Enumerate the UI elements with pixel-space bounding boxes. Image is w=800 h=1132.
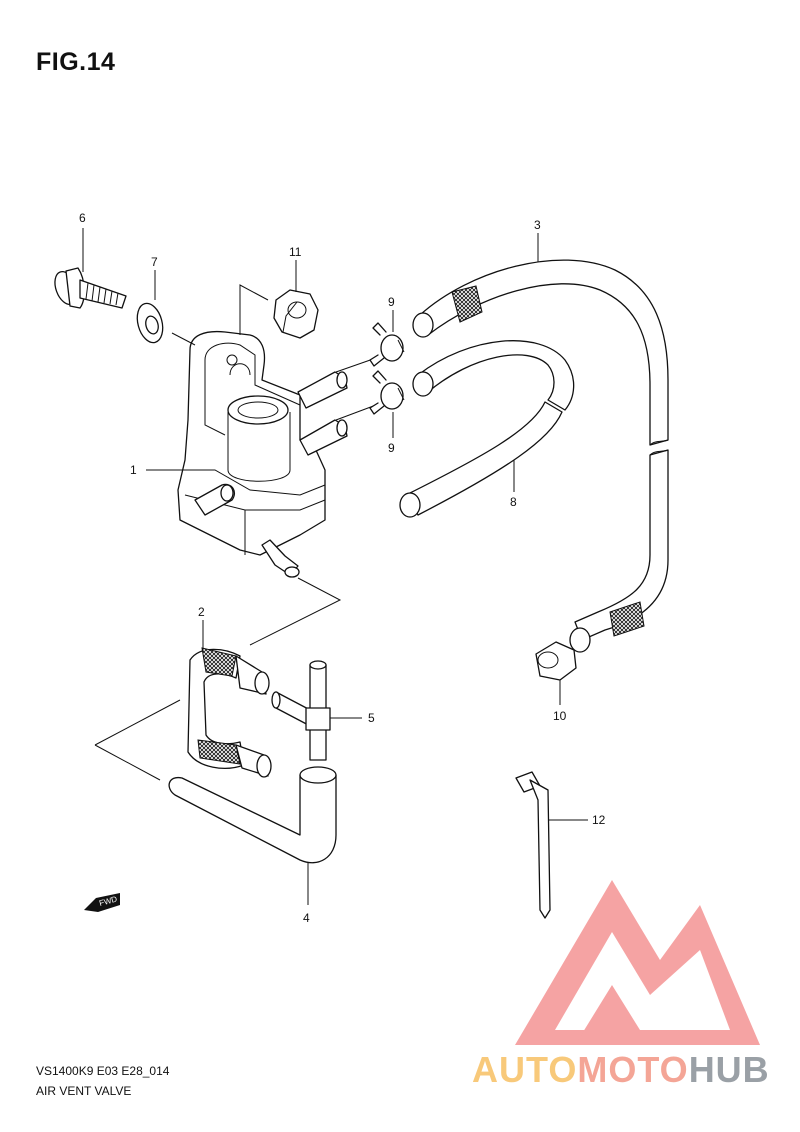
callout-9-upper: 9 [388,295,395,309]
hose-l [168,766,337,864]
callout-6: 6 [79,211,86,225]
lead-clamp-lower [335,404,377,421]
callout-7: 7 [151,255,158,269]
watermark-logo [515,880,760,1045]
callout-11: 11 [289,245,302,259]
hose-short [399,340,575,518]
callout-3: 3 [534,218,541,232]
callout-10: 10 [553,709,567,723]
lead-hose-4 [94,699,181,781]
callout-5: 5 [368,711,375,725]
cap [535,641,577,681]
callout-12: 12 [592,813,606,827]
lead-bolt [171,332,196,346]
nut [273,289,319,339]
lead-hose-2 [249,577,342,646]
figure-title: FIG.14 [36,48,116,76]
clamp-lower [369,370,405,415]
watermark-part-1: AUTO [472,1049,578,1090]
valve-body [177,330,348,578]
hose-u [187,647,272,778]
callout-1: 1 [130,463,137,477]
hose-long [412,259,669,653]
watermark-part-2: MOTO [577,1049,689,1090]
lead-nut [239,284,269,335]
callout-9-lower: 9 [388,441,395,455]
watermark-text: AUTOMOTOHUB [472,1049,770,1091]
cable-tie [515,771,551,919]
callout-4: 4 [303,911,310,925]
clamp-upper [369,322,405,367]
washer [136,302,164,344]
diagram-name: AIR VENT VALVE [36,1084,132,1098]
lead-clamp-upper [335,357,377,373]
bolt [54,267,127,309]
watermark-part-3: HUB [688,1049,770,1090]
tee-joint [271,660,331,761]
callout-2: 2 [198,605,205,619]
callout-8: 8 [510,495,517,509]
fwd-arrow-icon: FWD [84,893,120,912]
diagram-code: VS1400K9 E03 E28_014 [36,1064,170,1078]
